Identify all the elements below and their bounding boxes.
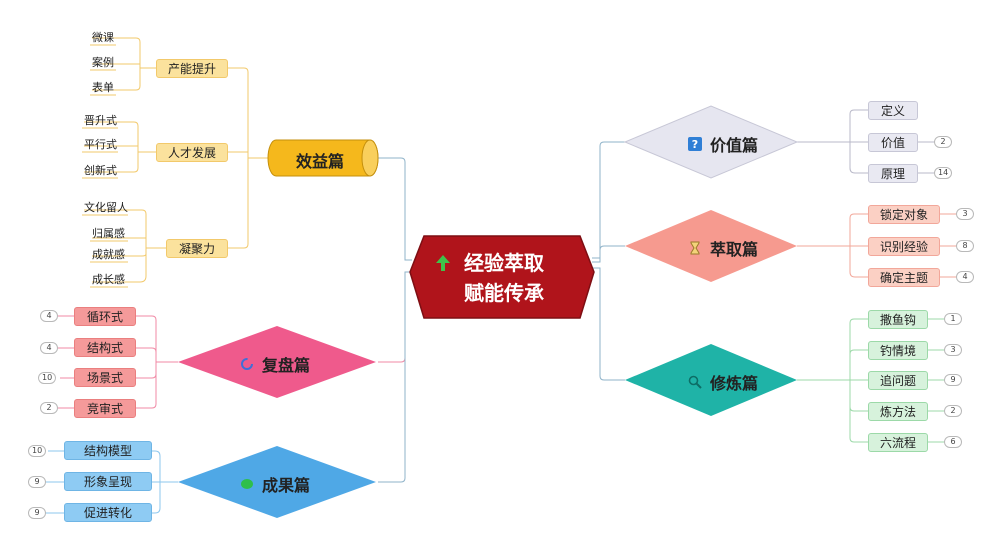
count-badge: 3 <box>956 208 974 220</box>
xiaoyi-group-ningju[interactable]: 凝聚力 <box>166 239 228 258</box>
fupan-node[interactable]: 复盘篇 <box>240 352 310 376</box>
jiazhi-node-shape <box>623 105 799 179</box>
magnifier-icon <box>688 375 702 389</box>
list-item[interactable]: 表单 <box>92 81 114 94</box>
connector-fupan-badges <box>58 315 74 409</box>
connector-fupan-items <box>136 315 178 409</box>
xiulian-item-0[interactable]: 撒鱼钩 <box>868 310 928 329</box>
count-badge: 1 <box>944 313 962 325</box>
fupan-item-3[interactable]: 竞审式 <box>74 399 136 418</box>
connector-center-xiulian <box>592 267 625 381</box>
connector-ningju-items <box>84 209 166 283</box>
connector-rencai-items <box>84 121 156 173</box>
count-badge: 4 <box>956 271 974 283</box>
connector-chengguo-items <box>152 450 178 514</box>
count-badge: 2 <box>40 402 58 414</box>
connector-chengguo-badges <box>46 450 64 514</box>
jiazhi-item-2[interactable]: 原理 <box>868 164 918 183</box>
connector-xiulian-items <box>797 318 868 443</box>
connector-chanang-items <box>92 37 156 91</box>
count-badge: 10 <box>38 372 57 384</box>
center-title-line2: 赋能传承 <box>464 281 544 305</box>
xiulian-node-shape <box>625 344 797 416</box>
refresh-icon <box>241 358 253 370</box>
xiulian-title: 修炼篇 <box>710 374 759 393</box>
cuiqu-title: 萃取篇 <box>710 240 759 259</box>
hourglass-icon <box>690 241 700 255</box>
cuiqu-node[interactable]: 萃取篇 <box>688 236 758 260</box>
cuiqu-item-0[interactable]: 锁定对象 <box>868 205 940 224</box>
fupan-item-1[interactable]: 结构式 <box>74 338 136 357</box>
list-item[interactable]: 微课 <box>92 31 114 44</box>
chengguo-item-1[interactable]: 形象呈现 <box>64 472 152 491</box>
list-item[interactable]: 案例 <box>92 56 114 69</box>
chengguo-item-2[interactable]: 促进转化 <box>64 503 152 522</box>
xiaoyi-title: 效益篇 <box>296 152 345 171</box>
count-badge: 9 <box>944 374 962 386</box>
connector-xiulian-badges <box>928 318 944 443</box>
count-badge: 2 <box>944 405 962 417</box>
xiulian-item-1[interactable]: 钓情境 <box>868 341 928 360</box>
count-badge: 3 <box>944 344 962 356</box>
list-item[interactable]: 成长感 <box>92 273 125 286</box>
list-item[interactable]: 晋升式 <box>84 114 117 127</box>
connector-center-fupan <box>378 271 412 363</box>
xiaoyi-node-shape <box>267 139 379 177</box>
cuiqu-node-shape <box>625 210 797 282</box>
connector-center-xiaoyi <box>378 157 412 261</box>
connector-center-cuiqu <box>592 245 625 263</box>
connector-cuiqu-badges <box>940 213 956 278</box>
count-badge: 4 <box>40 342 58 354</box>
connector-center-jiazhi <box>592 141 625 259</box>
center-node[interactable]: 经验萃取 赋能传承 <box>432 245 582 309</box>
jiazhi-item-1[interactable]: 价值 <box>868 133 918 152</box>
jiazhi-node[interactable]: ? 价值篇 <box>688 132 758 156</box>
count-badge: 6 <box>944 436 962 448</box>
jiazhi-title: 价值篇 <box>710 136 759 155</box>
xiaoyi-node[interactable]: 效益篇 <box>296 148 344 172</box>
count-badge: 9 <box>28 476 46 488</box>
chengguo-title: 成果篇 <box>262 476 311 495</box>
cuiqu-item-1[interactable]: 识别经验 <box>868 237 940 256</box>
xiulian-item-3[interactable]: 炼方法 <box>868 402 928 421</box>
xiulian-item-4[interactable]: 六流程 <box>868 433 928 452</box>
count-badge: 10 <box>28 445 47 457</box>
cuiqu-item-2[interactable]: 确定主题 <box>868 268 940 287</box>
xiulian-node[interactable]: 修炼篇 <box>688 370 758 394</box>
count-badge: 9 <box>28 507 46 519</box>
connector-jiazhi-items <box>797 109 868 174</box>
list-item[interactable]: 归属感 <box>92 227 125 240</box>
count-badge: 8 <box>956 240 974 252</box>
connector-center-chengguo <box>378 271 412 483</box>
fupan-title: 复盘篇 <box>262 356 311 375</box>
list-item[interactable]: 文化留人 <box>84 201 128 214</box>
up-arrow-icon <box>436 255 450 271</box>
list-item[interactable]: 平行式 <box>84 138 117 151</box>
xiulian-item-2[interactable]: 追问题 <box>868 371 928 390</box>
list-item[interactable]: 成就感 <box>92 248 125 261</box>
question-mark-icon: ? <box>688 137 702 151</box>
xiaoyi-group-chanang[interactable]: 产能提升 <box>156 59 228 78</box>
center-node-shape <box>409 235 595 319</box>
connector-jiazhi-badges <box>918 141 934 174</box>
chengguo-node-shape <box>178 446 376 518</box>
list-item[interactable]: 创新式 <box>84 164 117 177</box>
count-badge: 14 <box>934 167 953 179</box>
connector-cuiqu-items <box>797 213 868 278</box>
chengguo-item-0[interactable]: 结构模型 <box>64 441 152 460</box>
svg-text:?: ? <box>692 138 698 151</box>
jiazhi-item-0[interactable]: 定义 <box>868 101 918 120</box>
center-title-line1: 经验萃取 <box>464 251 544 275</box>
chengguo-node[interactable]: 成果篇 <box>240 472 310 496</box>
green-dot-icon <box>241 479 253 489</box>
fupan-item-2[interactable]: 场景式 <box>74 368 136 387</box>
xiaoyi-group-rencai[interactable]: 人才发展 <box>156 143 228 162</box>
count-badge: 2 <box>934 136 952 148</box>
fupan-item-0[interactable]: 循环式 <box>74 307 136 326</box>
fupan-node-shape <box>178 326 376 398</box>
count-badge: 4 <box>40 310 58 322</box>
connector-xiaoyi-groups <box>228 67 272 249</box>
